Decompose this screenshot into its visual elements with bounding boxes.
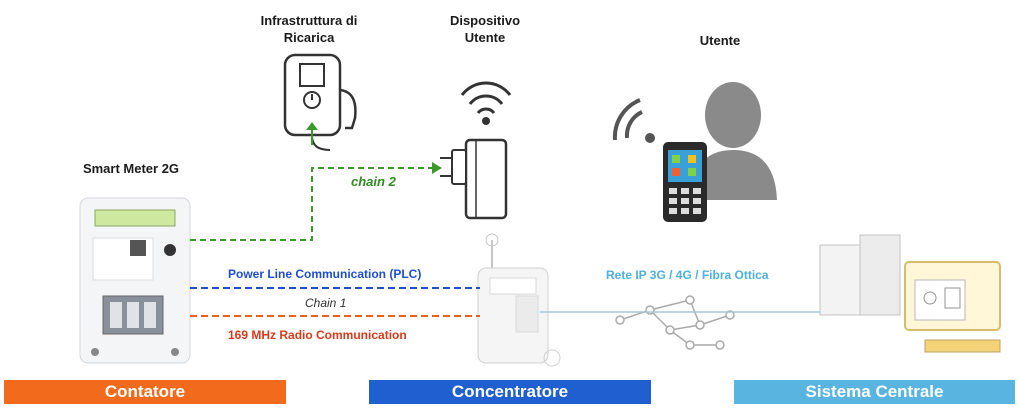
bar-contatore: Contatore (4, 380, 286, 404)
central-system-icon (819, 234, 1001, 353)
label-chain1: Chain 1 (305, 296, 347, 310)
label-smart-meter: Smart Meter 2G (82, 161, 180, 176)
network-graph-icon (615, 295, 735, 350)
label-radio: 169 MHz Radio Communication (228, 328, 407, 342)
label-chain2: chain 2 (351, 174, 396, 189)
label-infrastruttura-ricarica: Infrastruttura di Ricarica (260, 13, 358, 45)
label-utente: Utente (699, 33, 741, 48)
label-plc: Power Line Communication (PLC) (228, 267, 422, 281)
charging-station-icon (283, 53, 357, 151)
wifi-plug-icon (440, 81, 512, 220)
bar-sistema-centrale: Sistema Centrale (734, 380, 1015, 404)
chain2-line (190, 162, 442, 241)
label-dispositivo-utente: Dispositivo Utente (449, 13, 521, 45)
concentrator-icon (477, 233, 561, 367)
user-phone-icon (612, 82, 777, 222)
label-rete-ip: Rete IP 3G / 4G / Fibra Ottica (606, 268, 769, 282)
smart-meter-icon (79, 197, 191, 364)
bar-concentratore: Concentratore (369, 380, 651, 404)
